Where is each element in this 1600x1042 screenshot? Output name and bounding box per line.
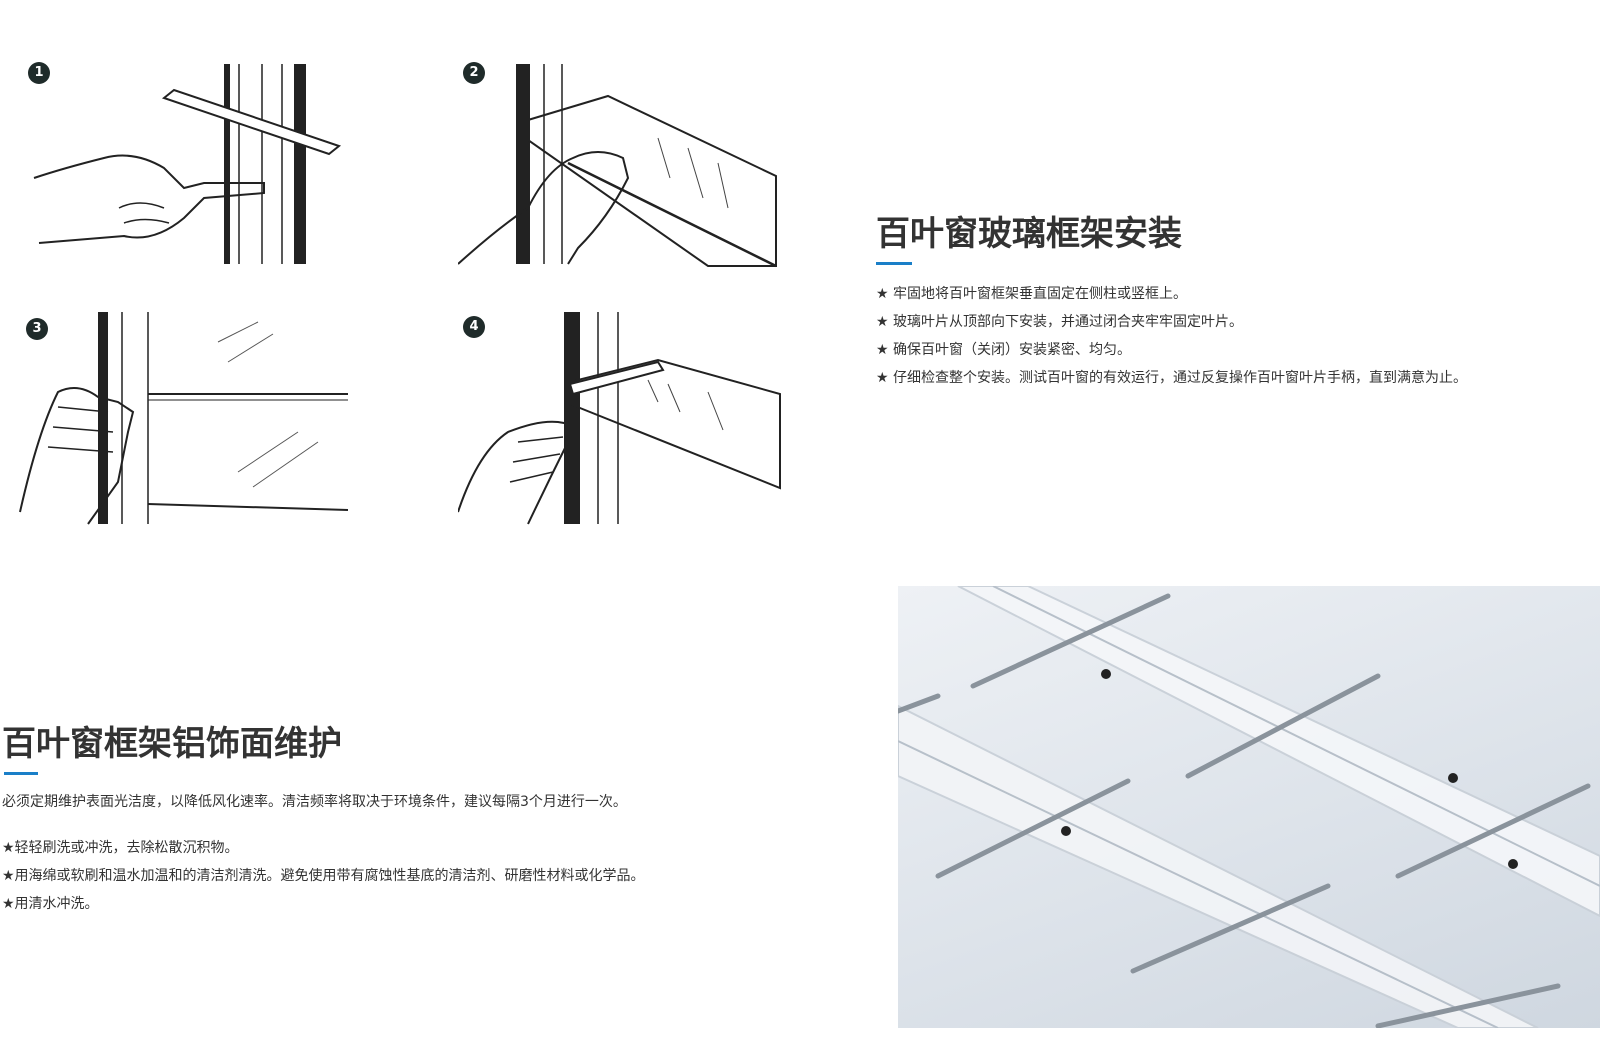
maintenance-section-title: 百叶窗框架铝饰面维护: [2, 724, 342, 764]
step-4-illustration: [458, 312, 788, 527]
maintenance-title-rule: [4, 772, 38, 775]
step-1-illustration: [24, 58, 354, 268]
maintenance-bullet-3: ★用清水冲洗。: [2, 896, 99, 912]
maintenance-bullet-2: ★用海绵或软刷和温水加温和的清洁剂清洗。避免使用带有腐蚀性基底的清洁剂、研磨性材…: [2, 868, 645, 884]
install-title-rule: [876, 262, 912, 265]
step-4-badge: 4: [463, 316, 485, 338]
step-1-badge: 1: [28, 62, 50, 84]
step-2-badge: 2: [463, 62, 485, 84]
maintenance-bullet-1: ★轻轻刷洗或冲洗，去除松散沉积物。: [2, 840, 239, 856]
install-bullet-3: ★ 确保百叶窗（关闭）安装紧密、均匀。: [876, 342, 1131, 358]
step-3-illustration: [18, 312, 354, 527]
install-bullet-2: ★ 玻璃叶片从顶部向下安装，并通过闭合夹牢牢固定叶片。: [876, 314, 1243, 330]
louvre-frame-photo: [898, 586, 1600, 1028]
step-2-illustration: [458, 58, 788, 268]
install-bullet-list: ★ 牢固地将百叶窗框架垂直固定在侧柱或竖框上。 ★ 玻璃叶片从顶部向下安装，并通…: [876, 280, 1467, 392]
install-bullet-4: ★ 仔细检查整个安装。测试百叶窗的有效运行，通过反复操作百叶窗叶片手柄，直到满意…: [876, 370, 1467, 386]
step-3-badge: 3: [26, 318, 48, 340]
install-bullet-1: ★ 牢固地将百叶窗框架垂直固定在侧柱或竖框上。: [876, 286, 1187, 302]
maintenance-bullet-list: ★轻轻刷洗或冲洗，去除松散沉积物。 ★用海绵或软刷和温水加温和的清洁剂清洗。避免…: [2, 834, 645, 918]
install-section-title: 百叶窗玻璃框架安装: [876, 214, 1182, 254]
maintenance-intro: 必须定期维护表面光洁度，以降低风化速率。清洁频率将取决于环境条件，建议每隔3个月…: [2, 794, 627, 810]
